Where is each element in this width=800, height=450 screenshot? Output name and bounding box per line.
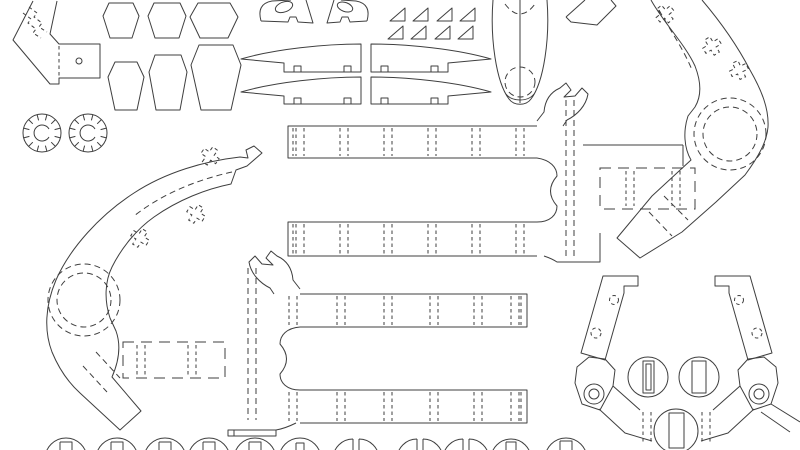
claw-arm-right-part xyxy=(599,0,769,259)
triangle-gusset-parts xyxy=(387,7,476,40)
half-disc-pair-parts xyxy=(334,438,488,450)
ratchet-disc-part xyxy=(68,113,108,153)
hex-pad-parts xyxy=(102,2,242,111)
parts-layer xyxy=(12,0,800,450)
corner-bracket-part xyxy=(12,0,101,85)
fin-blade-part xyxy=(491,0,549,105)
fork-beam-upper-part xyxy=(287,82,684,263)
tab-strip-part xyxy=(227,429,277,437)
ratchet-disc-part xyxy=(22,113,62,153)
fork-beam-lower-part xyxy=(233,250,528,437)
claw-arm-left-part xyxy=(46,145,263,431)
claw-tip-plate-parts xyxy=(259,0,369,24)
blade-cover-parts xyxy=(240,43,492,105)
base-frame-part xyxy=(574,275,800,450)
hook-strip-part xyxy=(565,0,617,26)
